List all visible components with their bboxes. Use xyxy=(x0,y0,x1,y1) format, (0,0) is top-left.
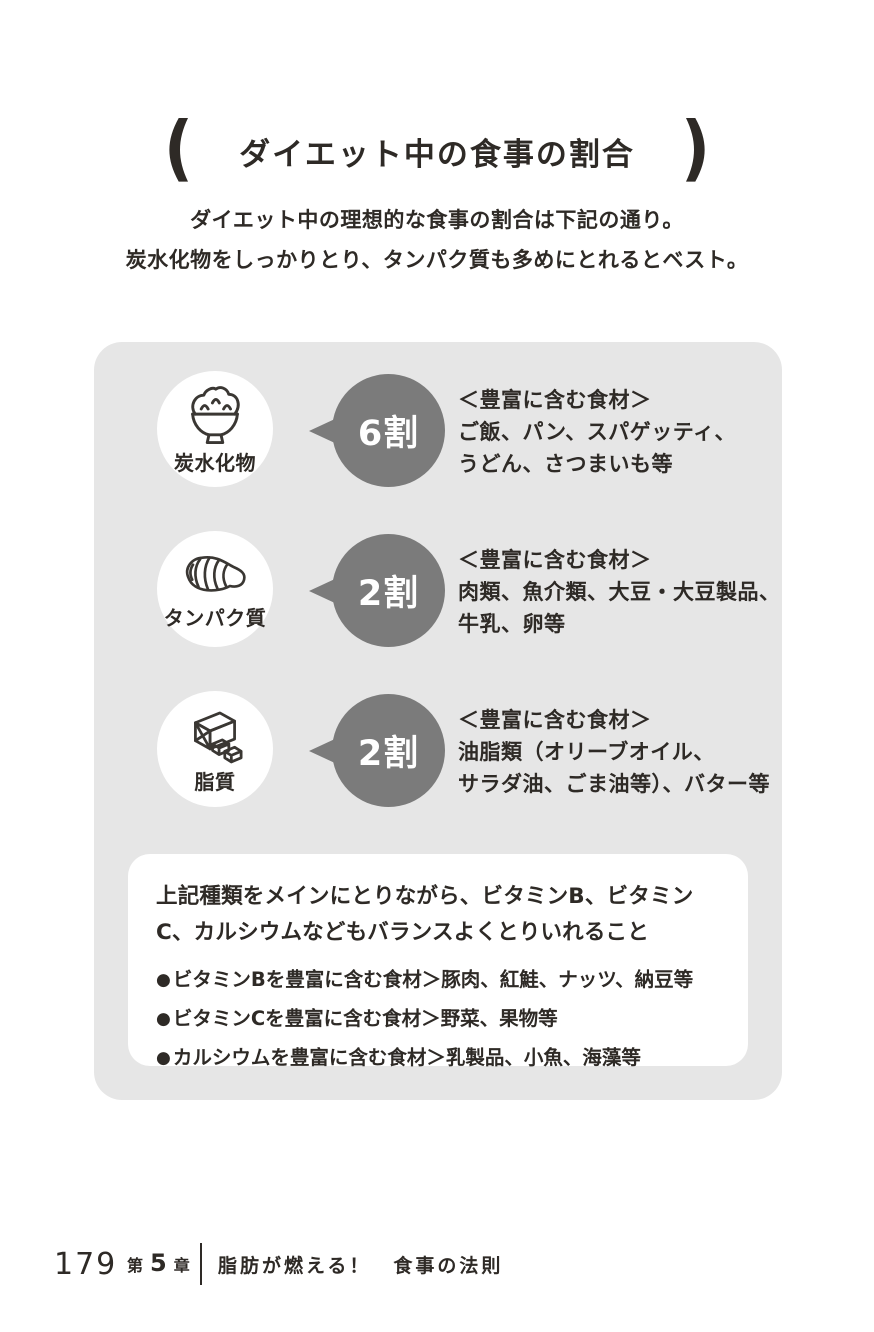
bullet-text: カルシウムを豊富に含む食材＞乳製品、小魚、海藻等 xyxy=(172,1046,641,1069)
chapter-number: 5 xyxy=(150,1249,167,1277)
foods-heading: ＜豊富に含む食材＞ xyxy=(458,548,652,572)
close-paren: ) xyxy=(680,107,711,191)
foods-line: 油脂類（オリーブオイル、 xyxy=(458,740,715,764)
page-footer: 179 第 5 章 脂肪が燃える！ 食事の法則 xyxy=(54,1243,503,1285)
page-number: 179 xyxy=(54,1246,118,1282)
meal-ratio-panel: 炭水化物 6割 ＜豊富に含む食材＞ ご飯、パン、スパゲッティ、 うどん、さつまい… xyxy=(94,342,782,1100)
fat-badge: 脂質 xyxy=(157,691,273,807)
bullet-icon: ● xyxy=(156,970,171,990)
intro-text: ダイエット中の理想的な食事の割合は下記の通り。 炭水化物をしっかりとり、タンパク… xyxy=(0,200,874,280)
carbohydrate-badge: 炭水化物 xyxy=(157,371,273,487)
bullet-text: ビタミンBを豊富に含む食材＞豚肉、紅鮭、ナッツ、納豆等 xyxy=(172,968,694,991)
note-heading: 上記種類をメインにとりながら、ビタミンB、ビタミンC、カルシウムなどもバランスよ… xyxy=(156,884,694,945)
ratio-bubble: 2割 xyxy=(332,694,445,807)
foods-line: ご飯、パン、スパゲッティ、 xyxy=(458,420,737,444)
foods-text: ＜豊富に含む食材＞ 油脂類（オリーブオイル、 サラダ油、ごま油等）、バター等 xyxy=(458,704,770,800)
vitamin-note-box: 上記種類をメインにとりながら、ビタミンB、ビタミンC、カルシウムなどもバランスよ… xyxy=(128,854,748,1069)
chapter-title: 脂肪が燃える！ 食事の法則 xyxy=(218,1254,504,1277)
page-title-row: ( ダイエット中の食事の割合 ) xyxy=(0,108,874,194)
nutrient-row-carbohydrate: 炭水化物 6割 ＜豊富に含む食材＞ ご飯、パン、スパゲッティ、 うどん、さつまい… xyxy=(94,370,782,492)
nutrient-label: 炭水化物 xyxy=(174,451,256,475)
foods-line: うどん、さつまいも等 xyxy=(458,452,673,476)
intro-line-2: 炭水化物をしっかりとり、タンパク質も多めにとれるとベスト。 xyxy=(125,248,749,272)
chapter-label: 第 5 章 xyxy=(127,1249,197,1278)
note-bullets: ●ビタミンBを豊富に含む食材＞豚肉、紅鮭、ナッツ、納豆等 ●ビタミンCを豊富に含… xyxy=(156,961,718,1078)
nutrient-label: 脂質 xyxy=(194,770,236,794)
bullet-icon: ● xyxy=(156,1048,171,1068)
note-bullet: ●ビタミンBを豊富に含む食材＞豚肉、紅鮭、ナッツ、納豆等 xyxy=(156,961,718,1000)
bullet-text: ビタミンCを豊富に含む食材＞野菜、果物等 xyxy=(172,1007,558,1030)
ratio-value: 2割 xyxy=(357,734,420,774)
chapter-suffix: 章 xyxy=(173,1256,190,1275)
butter-blocks-icon xyxy=(194,711,243,764)
ratio-bubble: 6割 xyxy=(332,374,445,487)
foods-text: ＜豊富に含む食材＞ 肉類、魚介類、大豆・大豆製品、 牛乳、卵等 xyxy=(458,544,781,640)
foods-heading: ＜豊富に含む食材＞ xyxy=(458,708,652,732)
ratio-bubble: 2割 xyxy=(332,534,445,647)
foods-text: ＜豊富に含む食材＞ ご飯、パン、スパゲッティ、 うどん、さつまいも等 xyxy=(458,384,736,480)
foods-line: 肉類、魚介類、大豆・大豆製品、 xyxy=(458,580,781,604)
bullet-icon: ● xyxy=(156,1009,171,1029)
foods-line: 牛乳、卵等 xyxy=(458,612,566,636)
open-paren: ( xyxy=(163,107,194,191)
nutrient-label: タンパク質 xyxy=(163,606,267,630)
chapter-prefix: 第 xyxy=(127,1256,144,1275)
note-bullet: ●ビタミンCを豊富に含む食材＞野菜、果物等 xyxy=(156,1000,718,1039)
intro-line-1: ダイエット中の理想的な食事の割合は下記の通り。 xyxy=(190,208,684,232)
note-bullet: ●カルシウムを豊富に含む食材＞乳製品、小魚、海藻等 xyxy=(156,1039,718,1078)
nutrient-row-protein: タンパク質 2割 ＜豊富に含む食材＞ 肉類、魚介類、大豆・大豆製品、 牛乳、卵等 xyxy=(94,530,782,652)
protein-badge: タンパク質 xyxy=(157,531,273,647)
ratio-value: 2割 xyxy=(357,574,420,614)
nutrient-row-fat: 脂質 2割 ＜豊富に含む食材＞ 油脂類（オリーブオイル、 サラダ油、ごま油等）、… xyxy=(94,690,782,812)
footer-divider xyxy=(200,1243,202,1285)
page-title: ダイエット中の食事の割合 xyxy=(239,136,635,173)
foods-line: サラダ油、ごま油等）、バター等 xyxy=(458,772,770,796)
ratio-value: 6割 xyxy=(357,414,420,454)
foods-heading: ＜豊富に含む食材＞ xyxy=(458,388,652,412)
salmon-fillet-icon xyxy=(185,555,246,592)
rice-bowl-icon xyxy=(191,386,240,445)
